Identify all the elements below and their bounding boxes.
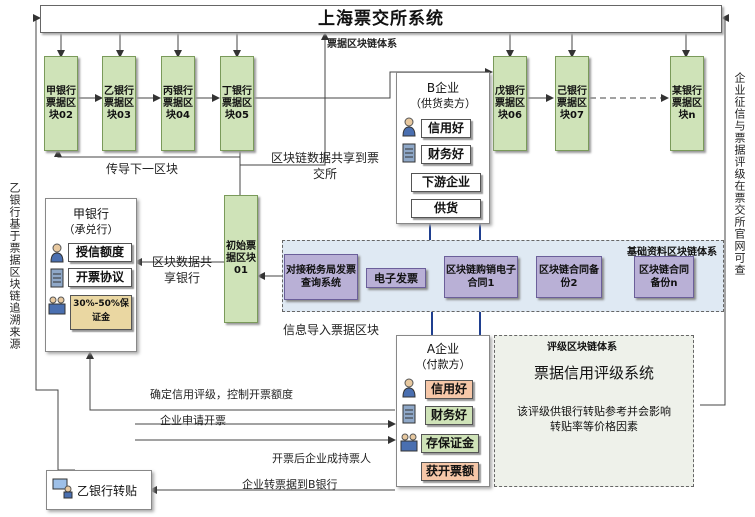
badge-a-deposit: 存保证金: [421, 434, 479, 453]
bank-block-label: 丙银行票据区块04: [163, 85, 193, 121]
bank-block-label: 戊银行票据区块06: [495, 85, 525, 121]
label-chain-share: 区块链数据共享到票交所: [270, 151, 379, 181]
rating-desc: 该评级供银行转贴参考并会影响转贴率等价格因素: [517, 405, 671, 433]
enterprise-a-panel: A企业 （付款方） 信用好 财务好 存保证金 获开票额: [396, 335, 490, 487]
contract-box: 区块链购销电子合同1: [444, 256, 518, 298]
left-vertical-label: 乙银行基于票据区块链追溯来源: [8, 182, 21, 350]
badge-supply: 供货: [411, 199, 481, 218]
enterprise-a-subtitle: （付款方）: [415, 358, 471, 371]
rating-chain-title: 评级区块链体系: [547, 342, 617, 353]
label-confirm-credit: 确定信用评级，控制开票额度: [150, 388, 293, 401]
badge-credit-limit: 授信额度: [68, 243, 132, 262]
bank-jia-title: 甲银行: [72, 207, 109, 221]
bank-block-ji: 己银行票据区块07: [555, 56, 589, 151]
server-icon: [50, 268, 64, 288]
line-pass-next: [57, 150, 241, 158]
bank-block-ding: 丁银行票据区块05: [220, 56, 254, 151]
bank-block-bing: 丙银行票据区块04: [161, 56, 195, 151]
bank-jia-subtitle: （承兑行）: [63, 223, 119, 236]
group-icon: [400, 433, 418, 452]
label-block-share: 区块数据共享银行: [151, 255, 212, 285]
arrow-confirm-credit: [86, 351, 395, 411]
badge-issue-agreement: 开票协议: [68, 268, 132, 287]
genesis-block: 初始票据区块01: [224, 195, 258, 323]
enterprise-b-title: B企业: [426, 81, 460, 95]
genesis-block-label: 初始票据区块01: [226, 241, 256, 276]
computer-user-icon: [52, 478, 73, 499]
person-icon: [402, 378, 416, 398]
page-title: 上海票交所系统: [40, 5, 722, 33]
badge-b-finance: 财务好: [421, 145, 471, 164]
yi-discount-label: 乙银行转贴: [77, 484, 138, 498]
label-pass-next: 传导下一区块: [106, 162, 179, 176]
bank-jia-panel: 甲银行 （承兑行） 授信额度 开票协议 30%-50%保证金: [45, 198, 137, 352]
label-transfer: 企业转票据到B银行: [242, 478, 338, 491]
backup2-box: 区块链合同备份2: [536, 256, 602, 298]
rating-chain-panel: 评级区块链体系 票据信用评级系统 该评级供银行转贴参考并会影响转贴率等价格因素: [494, 335, 694, 487]
bank-block-label: 丁银行票据区块05: [222, 85, 252, 121]
enterprise-b-subtitle: （供货卖方）: [410, 97, 476, 110]
label-after-issue: 开票后企业成持票人: [272, 452, 371, 465]
person-icon: [50, 243, 64, 263]
chain-subtitle: 票据区块链体系: [327, 39, 397, 50]
e-invoice-box: 电子发票: [366, 268, 426, 288]
bank-block-label: 甲银行票据区块02: [46, 85, 76, 121]
bank-block-label: 某银行票据区块n: [672, 85, 702, 121]
bank-block-jia: 甲银行票据区块02: [44, 56, 78, 151]
right-vertical-label: 企业征信与票据评级在票交所官网可查: [733, 72, 746, 276]
arrow-rating-to-title: [700, 14, 729, 406]
backupn-box: 区块链合同备份n: [634, 256, 694, 298]
badge-b-credit: 信用好: [421, 119, 471, 138]
bank-block-label: 己银行票据区块07: [557, 85, 587, 121]
group-icon: [48, 296, 66, 315]
label-enterprise-apply: 企业申请开票: [160, 414, 226, 427]
badge-a-quota: 获开票额: [421, 462, 479, 481]
base-chain-title: 基础资料区块链体系: [627, 247, 717, 258]
badge-deposit: 30%-50%保证金: [70, 295, 132, 330]
bank-block-mou: 某银行票据区块n: [670, 56, 704, 151]
tax-system-box: 对接税务局发票查询系统: [284, 254, 358, 300]
bank-block-wu: 戊银行票据区块06: [493, 56, 527, 151]
badge-downstream: 下游企业: [411, 173, 481, 192]
badge-a-credit: 信用好: [425, 380, 473, 399]
label-info-import: 信息导入票据区块: [283, 323, 380, 337]
arrow-chain-share: [240, 32, 329, 166]
server-icon: [402, 143, 416, 163]
yi-discount-panel: 乙银行转贴: [46, 470, 152, 510]
rating-system-name: 票据信用评级系统: [533, 364, 654, 382]
bank-block-yi: 乙银行票据区块03: [102, 56, 136, 151]
person-icon: [402, 117, 416, 137]
bank-block-label: 乙银行票据区块03: [104, 85, 134, 121]
badge-a-finance: 财务好: [425, 406, 473, 425]
enterprise-b-panel: B企业 （供货卖方） 信用好 财务好 下游企业 供货: [396, 72, 490, 224]
enterprise-a-title: A企业: [426, 342, 460, 356]
server-icon: [402, 404, 416, 424]
